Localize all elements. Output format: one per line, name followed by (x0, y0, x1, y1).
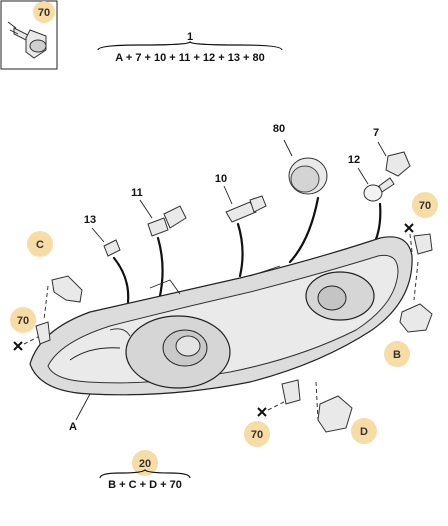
bulb-12 (357, 167, 395, 202)
badge-70-right-text: 70 (419, 200, 431, 212)
cross-right (404, 223, 414, 233)
badge-c-text: C (36, 239, 44, 251)
bulb-10 (223, 185, 267, 223)
leader-11 (156, 236, 164, 298)
bulb-11 (139, 199, 187, 237)
group20-formula: B + C + D + 70 (108, 479, 182, 491)
label-11: 11 (131, 187, 143, 199)
screw-left (35, 321, 51, 345)
badge-70-left-text: 70 (17, 315, 29, 327)
leader-80 (288, 196, 320, 264)
bulb-13 (91, 227, 121, 257)
cross-bottom (257, 407, 267, 417)
group1-formula: A + 7 + 10 + 11 + 12 + 13 + 80 (115, 52, 264, 64)
group20-brace (99, 469, 191, 479)
label-80: 80 (273, 123, 285, 135)
headlamp-housing (29, 236, 413, 396)
label-10: 10 (215, 173, 227, 185)
group1-brace (97, 40, 283, 51)
badge-b (384, 341, 410, 367)
leader-10 (236, 222, 244, 278)
leader-a (75, 393, 91, 421)
screw-badge (33, 1, 55, 23)
badge-70-bottom-text: 70 (251, 429, 263, 441)
badge-70-left (10, 307, 36, 333)
badge-70-right (412, 192, 438, 218)
screw-right (413, 233, 433, 255)
cap-80 (283, 139, 328, 195)
label-12: 12 (348, 154, 360, 166)
badge-d (351, 418, 377, 444)
bracket-b (399, 303, 433, 333)
label-a: A (69, 421, 77, 433)
badge-c (27, 231, 53, 257)
badge-70-bottom (244, 421, 270, 447)
group1-number: 1 (187, 31, 193, 43)
group20-badge (132, 450, 158, 476)
bulb-holder-7 (377, 141, 411, 177)
screw-bottom (281, 379, 301, 405)
badge-b-text: B (393, 349, 401, 361)
cross-left (13, 341, 23, 351)
screw-badge-text: 70 (38, 7, 50, 19)
group20-badge-text: 20 (139, 458, 151, 470)
leader-13 (112, 256, 130, 304)
label-7: 7 (373, 127, 379, 139)
label-13: 13 (84, 214, 96, 226)
bracket-d (315, 381, 353, 433)
badge-d-text: D (360, 426, 368, 438)
bracket-c (43, 275, 83, 321)
